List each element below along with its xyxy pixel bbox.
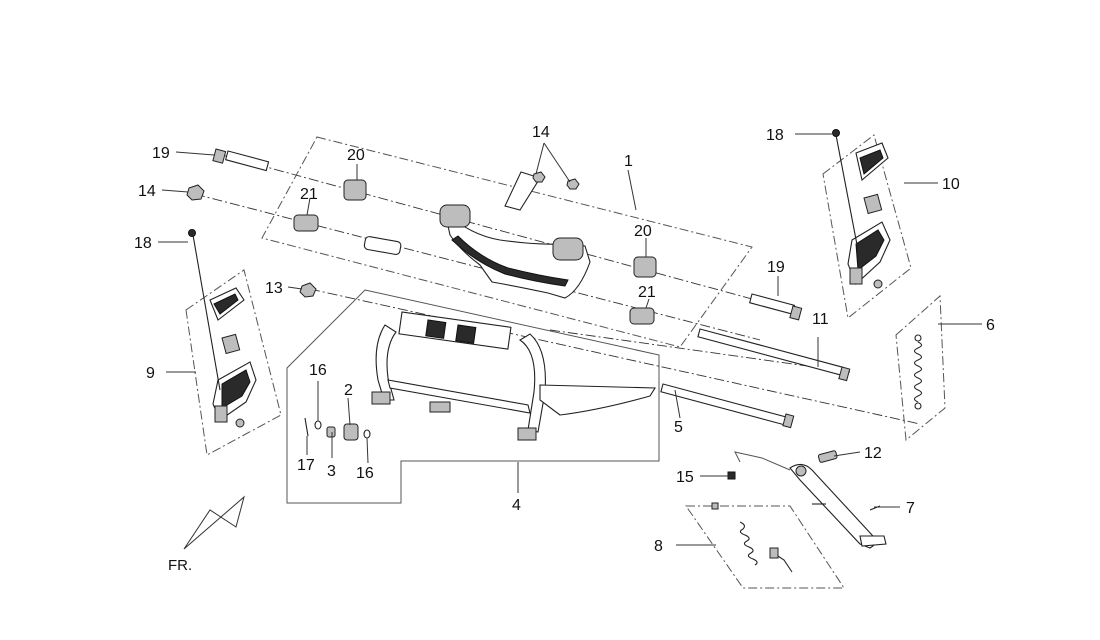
front-direction-label: FR. (168, 557, 192, 574)
axis-line-middle (194, 193, 761, 341)
part-12-bolt (817, 450, 838, 463)
part-16-washer-right (363, 429, 371, 439)
leader-lines (158, 133, 982, 546)
callout-18-right: 18 (766, 127, 784, 144)
part-4-main-stand (371, 311, 656, 441)
part-3-collar (326, 426, 336, 438)
part-14-nut-upper-a (532, 171, 546, 183)
part-16-washer-left (314, 420, 322, 430)
part-21-spacer-lower (629, 307, 655, 325)
callout-5: 5 (674, 419, 683, 436)
group-1-outline (261, 136, 753, 348)
part-15-nut (727, 451, 791, 480)
callout-6: 6 (986, 317, 995, 334)
group-4-outline (286, 289, 660, 504)
callout-21-upper: 21 (300, 186, 318, 203)
callout-15: 15 (676, 469, 694, 486)
group-8-outline (685, 505, 845, 589)
part-2-bushing (343, 423, 359, 441)
part-1-bracket (439, 171, 591, 299)
callout-10: 10 (942, 176, 960, 193)
callout-21-lower: 21 (638, 284, 656, 301)
callout-3: 3 (327, 463, 336, 480)
callout-13: 13 (265, 280, 283, 297)
callout-17: 17 (297, 457, 315, 474)
front-direction-arrow-icon (183, 495, 245, 550)
group-6-outline (895, 294, 946, 441)
part-20-bushing-upper (343, 179, 367, 201)
callout-16-right: 16 (356, 465, 374, 482)
part-20-bushing-lower (633, 256, 657, 278)
part-6-spring (913, 334, 923, 410)
callout-16-left: 16 (309, 362, 327, 379)
callout-19-left: 19 (152, 145, 170, 162)
part-13-nut (299, 282, 317, 298)
part-10-footrest-right (832, 129, 891, 289)
callout-19-right: 19 (767, 259, 785, 276)
callout-18-left: 18 (134, 235, 152, 252)
axis-line-upper (221, 154, 801, 313)
part-17-pin (304, 417, 309, 437)
part-19-bolt-right (748, 293, 803, 321)
callout-20-upper: 20 (347, 147, 365, 164)
axis-line-stand (549, 329, 851, 373)
pivot-tube (363, 236, 402, 255)
callout-14-left: 14 (138, 183, 156, 200)
group-9-outline (185, 269, 282, 456)
axis-line-lower (309, 288, 921, 425)
callout-11: 11 (812, 311, 829, 328)
callout-8: 8 (654, 538, 663, 555)
callout-4: 4 (512, 497, 521, 514)
callout-9: 9 (146, 365, 155, 382)
callout-1: 1 (624, 153, 633, 170)
callout-7: 7 (906, 500, 915, 517)
part-8-spring-kit (711, 502, 793, 573)
part-21-spacer-upper (293, 214, 319, 232)
part-5-shaft (660, 383, 795, 429)
part-7-side-stand (789, 463, 887, 549)
part-19-bolt-left (212, 148, 270, 172)
callout-20-lower: 20 (634, 223, 652, 240)
part-11-shaft (697, 328, 851, 382)
callout-12: 12 (864, 445, 882, 462)
part-9-footrest-left (188, 229, 257, 428)
group-10-outline (822, 134, 912, 319)
callout-2: 2 (344, 382, 353, 399)
part-14-nut-left (186, 184, 205, 201)
callout-14-top: 14 (532, 124, 550, 141)
